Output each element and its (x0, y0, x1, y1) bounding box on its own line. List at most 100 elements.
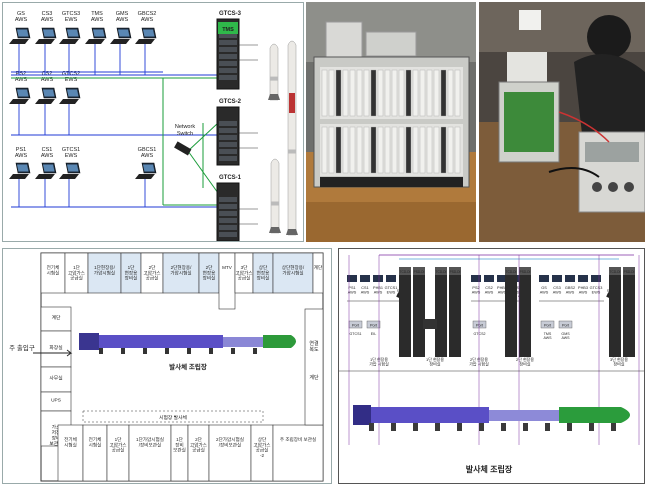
top-room-label: 1단현장용/가압시험실 (94, 264, 116, 276)
rack-card (405, 69, 412, 117)
workstation-icon (497, 275, 507, 282)
top-room-label: 상단현장용/가압시험실 (282, 264, 305, 276)
rack-label: GTCS-3 (219, 11, 242, 17)
ws-label: AWS (91, 17, 104, 23)
rocket-icon (269, 158, 281, 234)
rack-card (391, 126, 398, 174)
rack-card (447, 69, 454, 117)
ws-label: GTCS1 (62, 147, 80, 153)
rack-card (398, 126, 405, 174)
rack-unit (219, 121, 237, 126)
green-link (187, 122, 219, 152)
workstation-icon (484, 275, 494, 282)
workstation-icon (578, 275, 588, 282)
rack-unit (219, 218, 237, 223)
laptop-icon (35, 27, 57, 44)
rack-card (419, 69, 426, 117)
rack-card (370, 69, 377, 117)
bottom-room-label: 1단가압시험실/장비보관실 (136, 436, 164, 448)
ws-label: TMS (91, 11, 103, 17)
laptop-icon (35, 162, 57, 179)
ws-label: AWS (15, 17, 28, 23)
tms-box (218, 22, 238, 34)
ws-label: AWS (15, 77, 28, 83)
technician-photo (479, 2, 645, 242)
rack-cabinet (413, 267, 425, 357)
left-room (40, 366, 72, 393)
rack-card (412, 69, 419, 117)
laptop-icon (59, 87, 81, 104)
rack-unit (219, 149, 237, 154)
entrance-arrow-icon (33, 349, 73, 357)
bottom-room (208, 424, 252, 482)
rack-unit (219, 225, 237, 230)
rocket-diagram (353, 405, 630, 431)
rack-unit (219, 75, 237, 80)
port-box (366, 320, 381, 329)
rack-card (328, 126, 335, 174)
bottom-room (82, 424, 108, 482)
ws-label: GMS (116, 11, 129, 17)
ws-label: CS3 (42, 11, 53, 17)
top-room-label: 2단현장용/가압시험실 (170, 264, 192, 276)
rack-unit (219, 211, 237, 216)
rack-card (349, 126, 356, 174)
rack-label: PSD-DI (414, 270, 425, 274)
rack-card (412, 126, 419, 174)
top-room (162, 252, 200, 294)
rack-photo (306, 2, 476, 242)
ws-label: CS2 (42, 71, 53, 77)
ws-label: AWS (141, 153, 154, 159)
ws-label: GTCS2 (62, 71, 80, 77)
network-switch-icon (174, 141, 192, 156)
left-room-label: 사무실 (49, 375, 62, 382)
rack-unit (219, 142, 237, 147)
bottom-room-label: 2단가압시험실/장비보관실 (216, 436, 244, 448)
rack-slots (321, 69, 461, 174)
rack-cabinet (519, 267, 531, 357)
right-corridor (304, 308, 324, 426)
rocket-flag (289, 93, 295, 113)
ws-label: GTCS3 (62, 11, 80, 17)
rack-card (454, 69, 461, 117)
rack-unit (219, 232, 237, 237)
port-label: Port (544, 324, 552, 328)
rack-card (447, 126, 454, 174)
switch-label: Switch (177, 131, 193, 137)
port-sublabel: GTCS2 (474, 332, 486, 336)
laptop-icon (59, 162, 81, 179)
ws-label: PS2 (16, 71, 26, 77)
rack-card (440, 69, 447, 117)
rack-cabinet (623, 267, 635, 357)
top-room (218, 252, 236, 310)
rack-card (419, 126, 426, 174)
rack-card (405, 126, 412, 174)
top-room (312, 252, 324, 294)
rack-card (377, 126, 384, 174)
ws-label: AWS (141, 17, 154, 23)
left-room-label: 계단 (52, 314, 61, 321)
ws-label: AWS (116, 17, 129, 23)
ws-label: EWS (65, 17, 78, 23)
rack-card (384, 69, 391, 117)
rack-unit (219, 47, 237, 52)
port-label: Port (476, 324, 484, 328)
bottom-room (170, 424, 189, 482)
rack-card (356, 126, 363, 174)
hall-label: 발사체 조립장 (169, 362, 207, 371)
